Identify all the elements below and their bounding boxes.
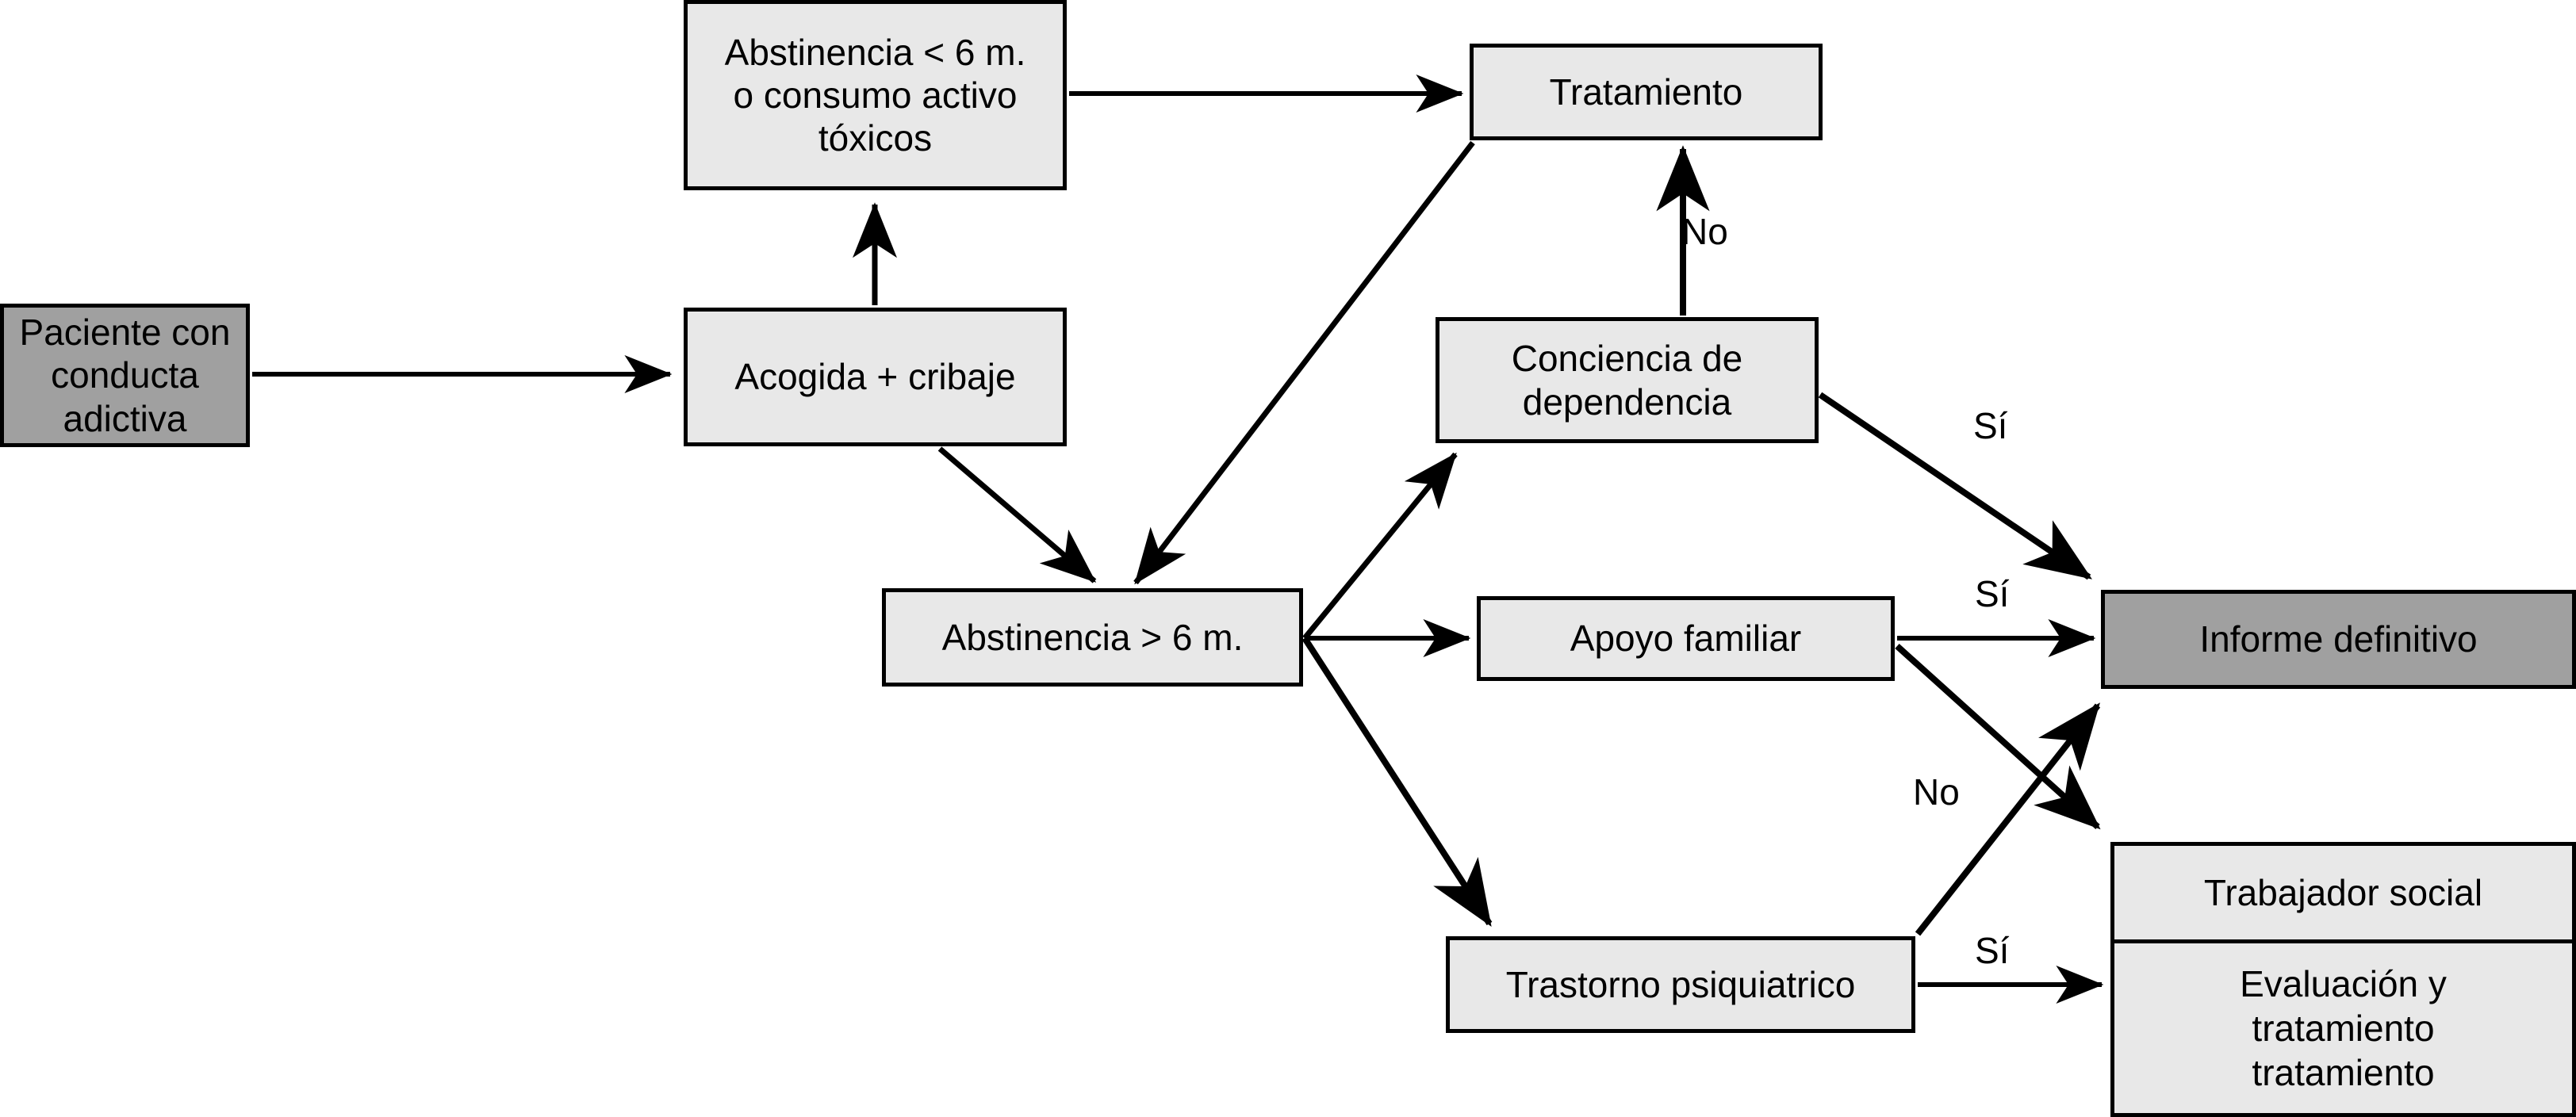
- node-trastorno-psiquiatrico-label: Trastorno psiquiatrico: [1505, 963, 1856, 1005]
- edge-label-si-conciencia: Sí: [1973, 405, 2008, 446]
- edge-label-no-apoyo: No: [1913, 771, 1960, 813]
- edge-conciencia-to-informe: [1818, 392, 2092, 580]
- node-tratamiento[interactable]: Tratamiento: [1470, 44, 1823, 140]
- node-trabajador-social-body: Evaluación y tratamiento tratamiento: [2240, 962, 2447, 1094]
- node-conciencia-dependencia-label: Conciencia de dependencia: [1511, 338, 1743, 423]
- node-abstinencia-mayor[interactable]: Abstinencia > 6 m.: [882, 588, 1303, 687]
- node-trabajador-social[interactable]: Trabajador social Evaluación y tratamien…: [2110, 842, 2576, 1117]
- node-acogida-label: Acogida + cribaje: [734, 356, 1016, 398]
- edge-tratamiento-to-abstinencia-mayor: [1133, 140, 1475, 585]
- node-conciencia-dependencia[interactable]: Conciencia de dependencia: [1436, 317, 1819, 443]
- node-abstinencia-menor-label: Abstinencia < 6 m. o consumo activo tóxi…: [724, 31, 1026, 159]
- node-informe-definitivo[interactable]: Informe definitivo: [2101, 590, 2576, 689]
- node-paciente-label: Paciente con conducta adictiva: [19, 312, 231, 439]
- edge-label-si-trastorno: Sí: [1975, 930, 2010, 971]
- edge-abstinencia-mayor-to-conciencia: [1302, 452, 1458, 641]
- node-abstinencia-mayor-label: Abstinencia > 6 m.: [941, 616, 1244, 658]
- edge-label-si-apoyo: Sí: [1975, 573, 2010, 614]
- node-trastorno-psiquiatrico[interactable]: Trastorno psiquiatrico: [1446, 936, 1915, 1033]
- node-trabajador-social-header: Trabajador social: [2114, 846, 2572, 943]
- edge-abstinencia-mayor-to-trastorno: [1301, 636, 1493, 928]
- edge-acogida-to-abstinencia-mayor: [937, 446, 1097, 583]
- node-abstinencia-menor[interactable]: Abstinencia < 6 m. o consumo activo tóxi…: [684, 0, 1067, 190]
- node-apoyo-familiar-label: Apoyo familiar: [1570, 618, 1802, 660]
- node-tratamiento-label: Tratamiento: [1549, 71, 1743, 113]
- node-paciente[interactable]: Paciente con conducta adictiva: [0, 304, 250, 447]
- edge-trastorno-to-informe: [1915, 702, 2101, 936]
- node-informe-definitivo-label: Informe definitivo: [2199, 618, 2478, 660]
- edge-label-no-conciencia: No: [1681, 211, 1728, 252]
- node-apoyo-familiar[interactable]: Apoyo familiar: [1477, 596, 1895, 681]
- node-acogida[interactable]: Acogida + cribaje: [684, 308, 1067, 446]
